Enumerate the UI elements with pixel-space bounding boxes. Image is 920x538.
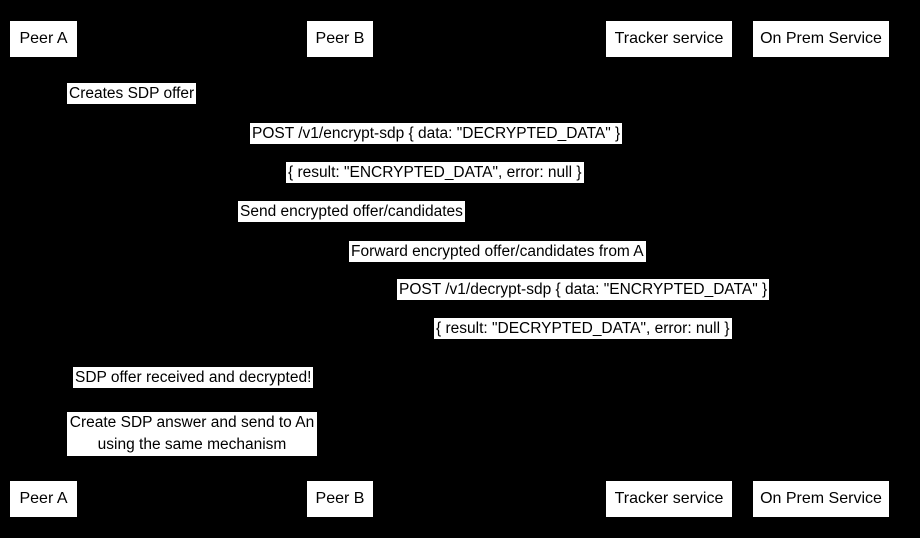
message-forward-encrypted-offer: Forward encrypted offer/candidates from … [349,241,646,262]
participant-peer-a-top: Peer A [10,21,77,57]
participant-on-prem-service-bottom: On Prem Service [753,481,889,517]
participant-tracker-service-top: Tracker service [606,21,732,57]
participant-on-prem-service-top: On Prem Service [753,21,889,57]
participant-peer-b-bottom: Peer B [307,481,373,517]
note-line-2: using the same mechanism [97,436,287,453]
note-line-1: Create SDP answer and send to An [69,414,315,431]
participant-tracker-service-bottom: Tracker service [606,481,732,517]
participant-peer-b-top: Peer B [307,21,373,57]
message-post-decrypt-sdp: POST /v1/decrypt-sdp { data: "ENCRYPTED_… [397,279,770,300]
note-create-sdp-answer: Create SDP answer and send to An using t… [67,412,317,456]
message-sdp-offer-received: SDP offer received and decrypted! [73,367,314,388]
participant-peer-a-bottom: Peer A [10,481,77,517]
message-decrypt-result: { result: "DECRYPTED_DATA", error: null … [434,318,732,339]
message-send-encrypted-offer: Send encrypted offer/candidates [238,201,465,222]
message-encrypt-result: { result: "ENCRYPTED_DATA", error: null … [286,162,584,183]
message-creates-sdp-offer: Creates SDP offer [67,83,197,104]
message-post-encrypt-sdp: POST /v1/encrypt-sdp { data: "DECRYPTED_… [250,123,623,144]
